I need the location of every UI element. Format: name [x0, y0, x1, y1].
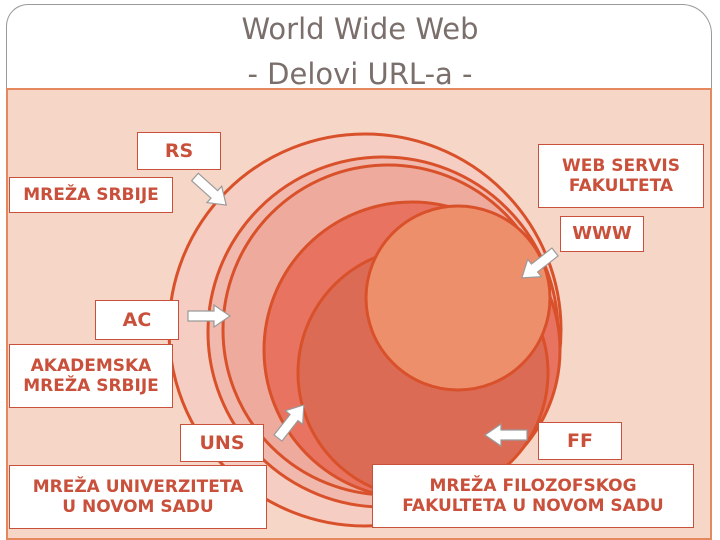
label-www: WWW — [560, 216, 644, 252]
label-ac: AC — [95, 300, 179, 340]
slide-title: World Wide Web — [241, 12, 479, 46]
label-ff: FF — [538, 422, 622, 460]
label-web-servis-fakulteta: WEB SERVIS FAKULTETA — [538, 144, 704, 208]
ff-arrow — [483, 422, 528, 448]
label-rs: RS — [137, 132, 221, 170]
www-host-circle — [364, 204, 552, 392]
label-mreza-srbije: MREŽA SRBIJE — [9, 177, 173, 213]
label-akademska-mreza-srbije: AKADEMSKA MREŽA SRBIJE — [9, 344, 173, 408]
slide-subtitle: - Delovi URL-a - — [247, 57, 473, 91]
label-mreza-univerziteta: MREŽA UNIVERZITETA U NOVOM SADU — [9, 465, 267, 529]
uns-arrow — [273, 404, 305, 442]
ac-arrow — [187, 303, 232, 329]
label-uns: UNS — [180, 424, 264, 462]
rs-arrow — [190, 172, 227, 206]
www-arrow — [521, 247, 559, 279]
label-mreza-filozofskog-fakulteta: MREŽA FILOZOFSKOG FAKULTETA U NOVOM SADU — [372, 464, 694, 528]
